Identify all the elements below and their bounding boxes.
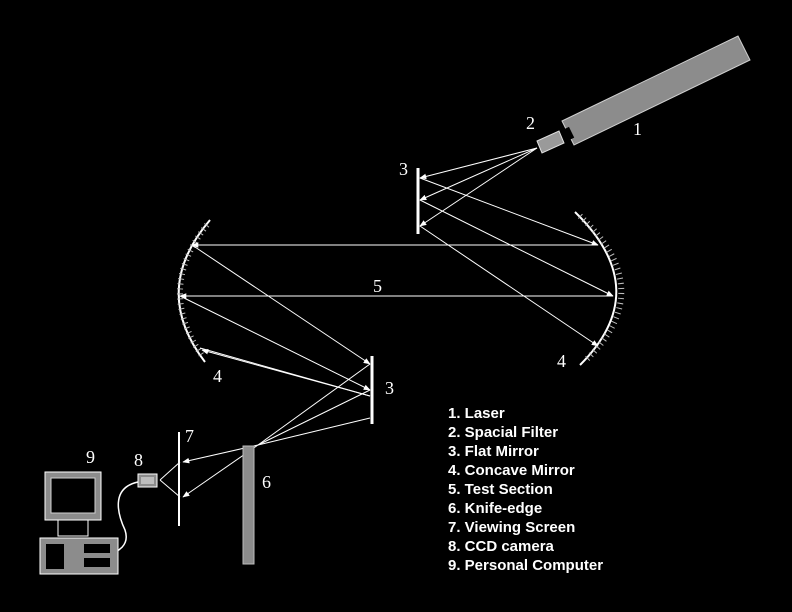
light-rays xyxy=(159,147,614,498)
legend-item: 1. Laser xyxy=(448,405,505,422)
label-concave-mirror-left: 4 xyxy=(213,366,222,386)
label-computer: 9 xyxy=(86,447,95,467)
label-laser: 1 xyxy=(633,119,642,139)
legend-item: 5. Test Section xyxy=(448,481,553,498)
label-concave-mirror-right: 4 xyxy=(557,351,566,371)
component-legend: 1. Laser 2. Spacial Filter 3. Flat Mirro… xyxy=(448,404,603,575)
legend-item: 8. CCD camera xyxy=(448,538,554,555)
legend-item: 4. Concave Mirror xyxy=(448,462,575,479)
laser xyxy=(561,35,751,146)
concave-mirror-left xyxy=(176,219,211,363)
label-knife-edge: 6 xyxy=(262,472,271,492)
legend-item: 7. Viewing Screen xyxy=(448,519,576,536)
label-ccd-camera: 8 xyxy=(134,450,143,470)
concave-mirror-right xyxy=(574,211,625,366)
legend-item: 3. Flat Mirror xyxy=(448,443,539,460)
personal-computer xyxy=(39,471,119,575)
knife-edge xyxy=(242,445,255,565)
label-viewing-screen: 7 xyxy=(185,426,194,446)
legend-item: 2. Spacial Filter xyxy=(448,424,559,441)
spatial-filter xyxy=(536,130,565,154)
ccd-camera xyxy=(137,473,158,488)
label-test-section: 5 xyxy=(373,276,382,296)
label-spatial-filter: 2 xyxy=(526,113,535,133)
legend-item: 6. Knife-edge xyxy=(448,500,543,517)
legend-item: 9. Personal Computer xyxy=(448,557,604,574)
label-flat-mirror-bottom: 3 xyxy=(385,378,394,398)
label-flat-mirror-top: 3 xyxy=(399,159,408,179)
